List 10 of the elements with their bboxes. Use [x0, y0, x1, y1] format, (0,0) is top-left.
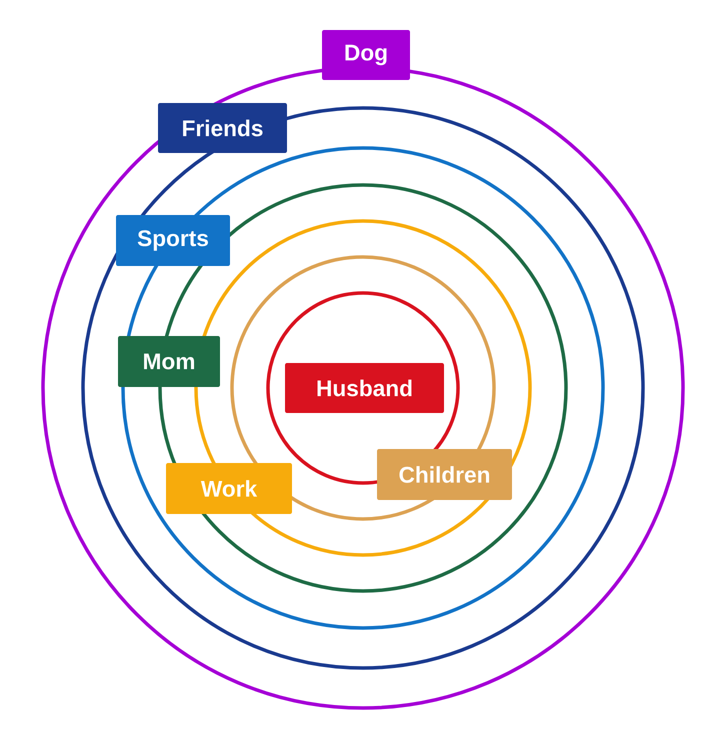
ring — [41, 66, 685, 710]
label-tag: Friends — [158, 103, 287, 153]
label-tag: Sports — [116, 214, 230, 266]
label-tag: Children — [377, 449, 512, 500]
label-tag: Mom — [118, 336, 220, 387]
ring — [81, 106, 645, 670]
label-tag: Dog — [322, 30, 410, 80]
label-tag: Husband — [285, 363, 444, 413]
ring — [121, 146, 605, 630]
label-tag: Work — [166, 463, 292, 514]
